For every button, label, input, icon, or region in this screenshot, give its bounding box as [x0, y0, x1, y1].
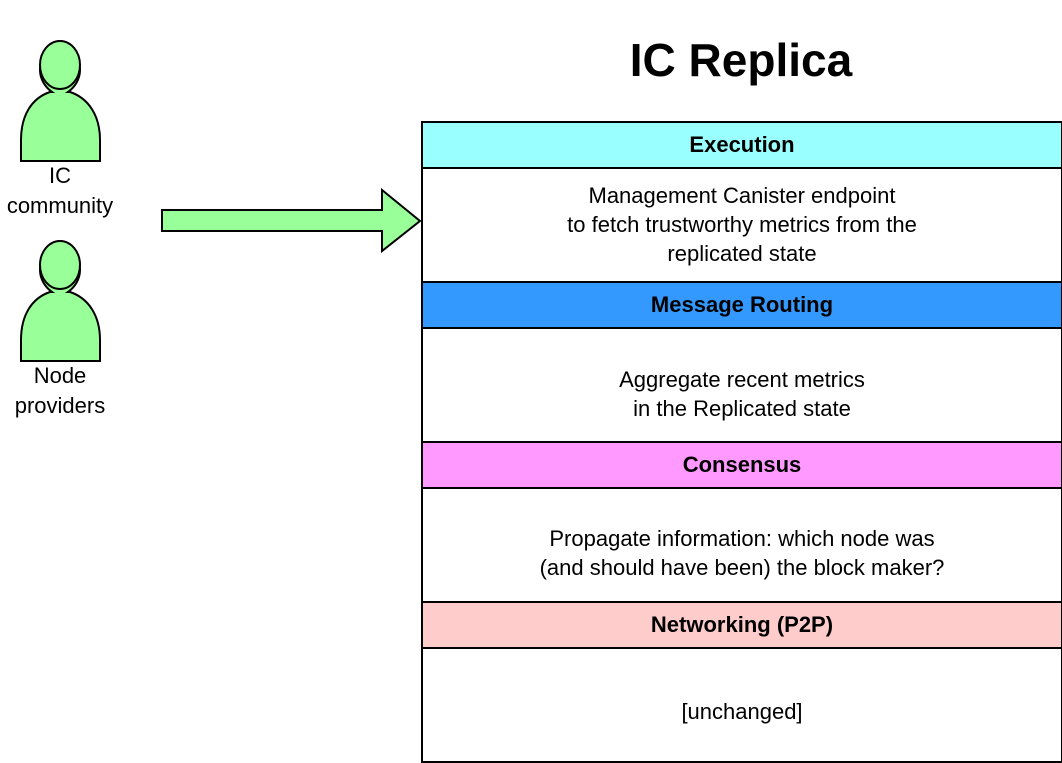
layer-header-execution: Execution — [423, 123, 1061, 167]
layer-header-networking: Networking (P2P) — [423, 603, 1061, 647]
divider — [423, 327, 1061, 329]
layer-header-message-routing: Message Routing — [423, 283, 1061, 327]
divider — [423, 647, 1061, 649]
replica-stack: Execution Management Canister endpoint t… — [421, 121, 1062, 763]
layer-description: Propagate information: which node was (a… — [539, 526, 945, 580]
layer-description: Management Canister endpoint to fetch tr… — [567, 182, 917, 266]
diagram-title: IC Replica — [629, 34, 853, 86]
person-icon — [20, 240, 101, 362]
actor-label: Node providers — [14, 363, 106, 418]
layer-description: Aggregate recent metrics in the Replicat… — [619, 367, 865, 421]
divider — [423, 167, 1061, 169]
layer-body-networking: [unchanged] — [423, 649, 1061, 761]
actor-ic-community: IC community — [0, 40, 122, 220]
divider — [423, 487, 1061, 489]
divider — [423, 601, 1061, 603]
layer-body-consensus: Propagate information: which node was (a… — [423, 489, 1061, 601]
layer-body-message-routing: Aggregate recent metrics in the Replicat… — [423, 329, 1061, 441]
layer-description: [unchanged] — [681, 698, 803, 724]
person-icon — [20, 40, 101, 162]
actor-label: IC community — [6, 163, 114, 218]
arrow-right-icon — [161, 188, 422, 254]
layer-body-execution: Management Canister endpoint to fetch tr… — [423, 169, 1061, 281]
divider — [423, 441, 1061, 443]
layer-header-consensus: Consensus — [423, 443, 1061, 487]
divider — [423, 281, 1061, 283]
actor-node-providers: Node providers — [0, 240, 122, 420]
